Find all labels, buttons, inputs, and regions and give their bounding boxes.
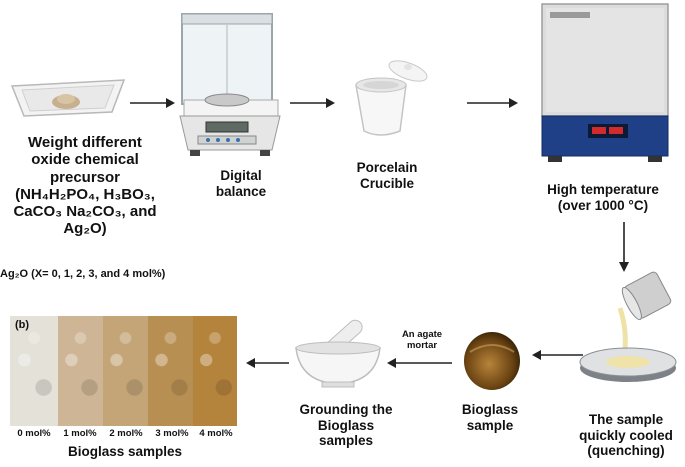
agate-note-line-1: An agate bbox=[401, 329, 443, 340]
bioglass-sample-icon bbox=[464, 332, 520, 390]
sample-label-1: 1 mol% bbox=[63, 428, 97, 439]
balance-line-1: Digital bbox=[220, 168, 262, 183]
flow-arrow-2 bbox=[290, 98, 335, 108]
mortar-label: Grounding the Bioglass samples bbox=[284, 402, 408, 449]
sample-label-4: 4 mol% bbox=[199, 428, 233, 439]
precursor-formula-2: CaCO₃ Na₂CO₃, and bbox=[13, 203, 157, 220]
bioglass-line-1: Bioglass bbox=[461, 402, 519, 417]
sample-label-3: 3 mol% bbox=[155, 428, 189, 439]
bioglass-label: Bioglass sample bbox=[440, 402, 540, 433]
precursor-label: Weight different oxide chemical precurso… bbox=[2, 134, 168, 238]
mortar-pestle-icon bbox=[295, 319, 381, 388]
flow-arrow-3 bbox=[467, 98, 518, 108]
agate-note-line-2: mortar bbox=[406, 339, 438, 351]
balance-label: Digital balance bbox=[196, 168, 286, 199]
digital-balance-icon bbox=[179, 13, 281, 156]
sample-tile-2 bbox=[103, 316, 148, 426]
sample-tile-1 bbox=[58, 316, 103, 426]
furnace-line-1: High temperature bbox=[547, 182, 659, 197]
furnace-line-2: (over 1000 °C) bbox=[557, 197, 649, 213]
flow-arrow-1 bbox=[130, 98, 175, 108]
precursor-line-3: precursor bbox=[49, 168, 121, 186]
quenching-icon bbox=[579, 271, 677, 382]
furnace-label: High temperature (over 1000 °C) bbox=[528, 182, 678, 213]
mortar-line-3: samples bbox=[318, 433, 374, 449]
flow-arrow-5 bbox=[532, 350, 583, 360]
samples-caption: Bioglass samples bbox=[67, 444, 183, 459]
precursor-formula-3: Ag₂O) bbox=[63, 220, 107, 238]
panel-tag: (b) bbox=[15, 319, 30, 331]
crucible-line-2: Crucible bbox=[359, 175, 414, 191]
precursor-line-1: Weight different bbox=[28, 134, 142, 151]
sample-tile-3 bbox=[148, 316, 193, 426]
flow-arrow-6 bbox=[387, 358, 452, 368]
bioglass-line-2: sample bbox=[466, 417, 514, 433]
composition-label: Ag₂O (X= 0, 1, 2, 3, and 4 mol%) bbox=[0, 268, 166, 280]
precursor-formula-1: (NH₄H₂PO₄, H₃BO₃, bbox=[15, 185, 155, 203]
sample-tile-4 bbox=[193, 316, 237, 426]
sample-tile-0 bbox=[10, 316, 58, 426]
mortar-line-1: Grounding the bbox=[299, 402, 393, 417]
sample-label-0: 0 mol% bbox=[17, 428, 51, 439]
quench-line-3: (quenching) bbox=[587, 443, 665, 459]
quench-line-2: quickly cooled bbox=[579, 427, 673, 443]
quench-line-1: The sample bbox=[588, 412, 664, 427]
sample-label-2: 2 mol% bbox=[109, 428, 143, 439]
flow-arrow-7 bbox=[246, 358, 289, 368]
weighing-boat-icon bbox=[10, 79, 126, 117]
bioglass-samples-photo: (b) bbox=[10, 316, 237, 426]
flow-arrow-4 bbox=[619, 222, 629, 272]
precursor-line-2: oxide chemical bbox=[31, 151, 139, 169]
furnace-icon bbox=[541, 3, 669, 162]
agate-mortar-note: An agate mortar bbox=[384, 329, 460, 352]
crucible-label: Porcelain Crucible bbox=[332, 160, 442, 191]
porcelain-crucible-icon bbox=[355, 60, 428, 136]
balance-line-2: balance bbox=[215, 183, 267, 199]
mortar-line-2: Bioglass bbox=[317, 417, 375, 433]
crucible-line-1: Porcelain bbox=[356, 160, 418, 175]
quench-label: The sample quickly cooled (quenching) bbox=[566, 412, 685, 459]
